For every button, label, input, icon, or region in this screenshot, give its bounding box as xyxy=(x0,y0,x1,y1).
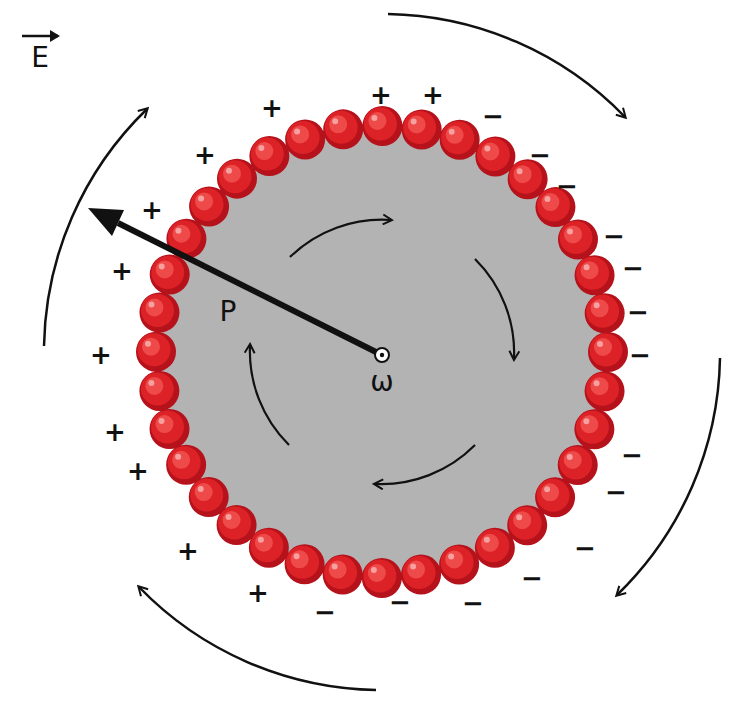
charge-sign: − xyxy=(629,342,651,368)
outer-rotation-arrows xyxy=(44,14,720,690)
axis-symbol xyxy=(375,348,389,362)
charge-sign: + xyxy=(422,82,444,108)
charge-sign: + xyxy=(177,538,199,564)
charge-sign: − xyxy=(462,590,484,616)
charge-sign: − xyxy=(622,255,644,281)
angular-velocity-symbol: ω xyxy=(370,368,393,396)
charge-sign: + xyxy=(141,197,163,223)
charge-sign: − xyxy=(621,442,643,468)
charge-sign: + xyxy=(111,258,133,284)
axis-dot xyxy=(380,353,384,357)
membrane-beads xyxy=(148,118,608,578)
polarization-arrow-head xyxy=(88,208,124,236)
charge-sign: + xyxy=(247,580,269,606)
charge-sign: + xyxy=(127,458,149,484)
charge-sign: − xyxy=(521,565,543,591)
rotation-arrow xyxy=(388,14,625,117)
flow-arrow xyxy=(375,445,475,484)
charge-sign: + xyxy=(104,419,126,445)
bead-highlight xyxy=(148,118,600,570)
charge-sign: + xyxy=(261,95,283,121)
charge-sign: + xyxy=(370,82,392,108)
flow-arrow xyxy=(290,220,391,257)
inner-flow-arrows xyxy=(250,220,514,484)
charge-sign: − xyxy=(529,142,551,168)
charge-sign: − xyxy=(574,535,596,561)
charge-sign: + xyxy=(90,342,112,368)
charge-sign: − xyxy=(482,103,504,129)
bead-ring xyxy=(151,121,603,573)
flow-arrow xyxy=(250,345,289,445)
charge-sign: − xyxy=(556,173,578,199)
bead-ring xyxy=(154,124,606,576)
polarization-symbol: P xyxy=(220,298,237,326)
charge-sign: − xyxy=(603,223,625,249)
charge-sign: − xyxy=(314,599,336,625)
charge-sign: − xyxy=(605,479,627,505)
charge-sign: − xyxy=(627,299,649,325)
vector-arrow-head xyxy=(50,30,60,42)
rotation-arrow xyxy=(617,358,720,595)
charge-sign: + xyxy=(194,142,216,168)
bead-ring xyxy=(156,126,608,578)
flow-arrow xyxy=(475,259,514,359)
polarization-arrow xyxy=(118,223,382,355)
charge-sign: − xyxy=(389,589,411,615)
field-symbol: E xyxy=(31,44,49,72)
